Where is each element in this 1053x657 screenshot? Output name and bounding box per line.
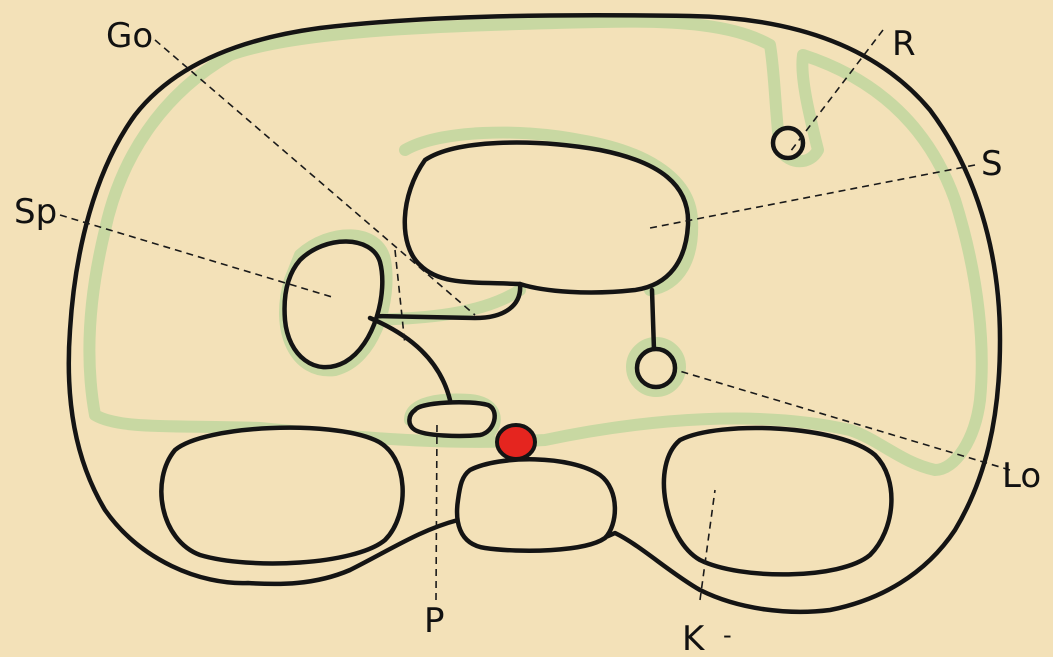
- label-lo: Lo: [1002, 456, 1041, 496]
- leader-k: [699, 489, 716, 601]
- label-r: R: [892, 24, 916, 64]
- leader-r: [789, 29, 884, 153]
- leader-p-upper: [394, 249, 406, 346]
- leader-p: [435, 419, 438, 601]
- label-k: K: [682, 619, 706, 657]
- leader-go: [154, 39, 476, 316]
- gastrohepatic-ligament: [649, 287, 657, 353]
- vertebra: [454, 457, 618, 553]
- small-circle-r: [770, 125, 806, 161]
- pancreas: [407, 400, 497, 439]
- omental-peritoneum: [369, 284, 526, 326]
- aorta-red: [495, 423, 537, 461]
- left-kidney: [159, 425, 405, 566]
- leader-lo: [675, 369, 1011, 471]
- label-k-mark: -: [723, 621, 732, 649]
- label-sp: Sp: [14, 192, 57, 232]
- small-circle-lo: [634, 346, 678, 390]
- splenorenal-ligament: [367, 315, 453, 403]
- label-s: S: [981, 144, 1003, 184]
- spleen: [282, 239, 385, 370]
- peritoneal-cavity-lining: [83, 15, 988, 476]
- label-p: P: [424, 601, 445, 641]
- stomach: [402, 140, 691, 295]
- leader-s: [649, 164, 976, 229]
- stomach-peritoneum: [399, 126, 699, 296]
- right-kidney: [661, 425, 894, 577]
- omental-fold: [369, 281, 523, 321]
- label-go: Go: [106, 16, 153, 56]
